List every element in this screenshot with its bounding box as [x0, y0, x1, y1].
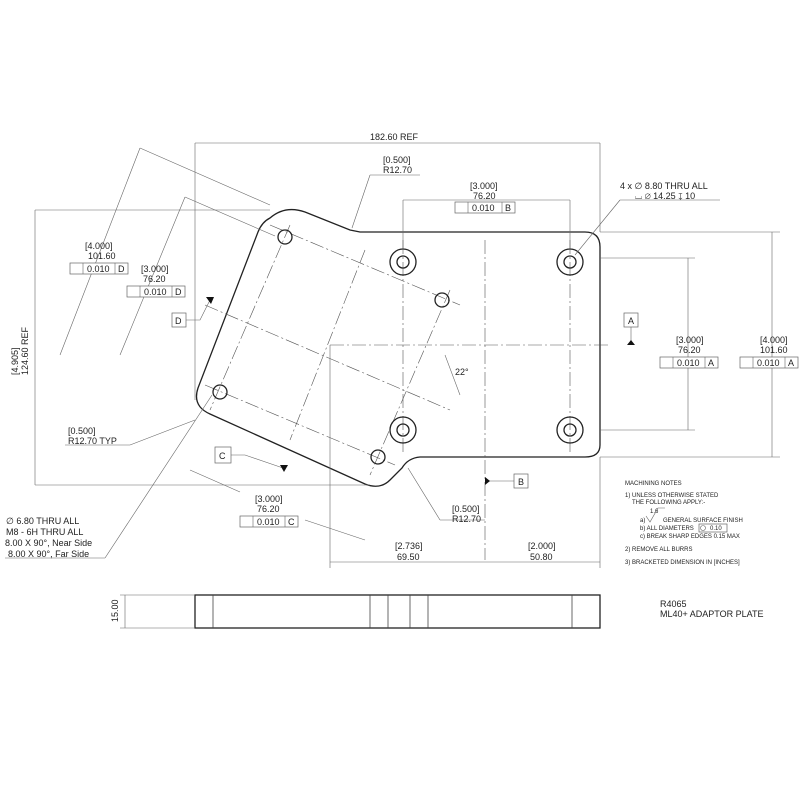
bottom-left-mm: 69.50 — [397, 552, 420, 562]
top-spacing-mm: 76.20 — [473, 191, 496, 201]
svg-text:8.00 X 90°, Far Side: 8.00 X 90°, Far Side — [8, 549, 89, 559]
right-inner-mm: 76.20 — [678, 345, 701, 355]
svg-text:A: A — [708, 358, 714, 368]
large-hole-callout-2: ⌴ ∅ 14.25 ↧ 10 — [635, 191, 695, 201]
top-radius-inch: [0.500] — [383, 155, 411, 165]
small-holes — [212, 229, 450, 465]
svg-text:M8 - 6H THRU ALL: M8 - 6H THRU ALL — [6, 527, 83, 537]
svg-text:MACHINING NOTES: MACHINING NOTES — [625, 481, 682, 487]
height-ref-mm: 124.60 REF — [20, 326, 30, 375]
bottom-right-mm: 50.80 — [530, 552, 553, 562]
side-view — [120, 594, 601, 629]
right-inner-inch: [3.000] — [676, 335, 704, 345]
plate-outline — [195, 208, 601, 487]
svg-text:THE FOLLOWING APPLY:-: THE FOLLOWING APPLY:- — [632, 500, 705, 506]
fcf-rot-inner: 0.010 D — [126, 285, 186, 298]
svg-text:0.010: 0.010 — [144, 287, 167, 297]
svg-text:3) BRACKETED DIMENSION IN [IN: 3) BRACKETED DIMENSION IN [INCHES] — [625, 560, 740, 566]
counterbored-holes — [389, 248, 584, 444]
fcf-right-outer: 0.010 A — [739, 356, 799, 369]
svg-text:0.10: 0.10 — [710, 526, 722, 532]
svg-text:1) UNLESS OTHERWISE STATED: 1) UNLESS OTHERWISE STATED — [625, 493, 719, 499]
bottom-rot-inch: [3.000] — [255, 494, 283, 504]
svg-text:0.010: 0.010 — [472, 203, 495, 213]
bottom-radius-inch: [0.500] — [452, 504, 480, 514]
part-name: ML40+ ADAPTOR PLATE — [660, 609, 763, 619]
svg-text:1.6: 1.6 — [650, 509, 659, 515]
bottom-right-inch: [2.000] — [528, 541, 556, 551]
svg-text:8.00 X 90°, Near Side: 8.00 X 90°, Near Side — [5, 538, 92, 548]
fcf-rot-outer: 0.010 D — [69, 262, 129, 275]
svg-text:0.010: 0.010 — [757, 358, 780, 368]
svg-text:D: D — [175, 287, 182, 297]
fcf-bottom-rot: 0.010 C — [239, 515, 299, 528]
svg-text:C: C — [219, 451, 226, 461]
svg-text:A: A — [628, 316, 634, 326]
right-outer-inch: [4.000] — [760, 335, 788, 345]
overall-width-dim: 182.60 REF — [370, 132, 419, 142]
bottom-left-inch: [2.736] — [395, 541, 423, 551]
bottom-rot-mm: 76.20 — [257, 504, 280, 514]
part-number: R4065 — [660, 599, 687, 609]
svg-text:b) ALL DIAMETERS: b) ALL DIAMETERS — [640, 526, 694, 532]
svg-text:a): a) — [640, 518, 645, 524]
datum-b: B — [485, 473, 529, 489]
top-radius-mm: R12.70 — [383, 165, 412, 175]
height-ref-inch: [4.905] — [10, 347, 20, 375]
svg-text:∅ 6.80 THRU ALL: ∅ 6.80 THRU ALL — [6, 516, 79, 526]
surface-finish-symbol — [645, 507, 665, 523]
svg-text:GENERAL SURFACE FINISH: GENERAL SURFACE FINISH — [663, 518, 743, 524]
svg-text:B: B — [518, 477, 524, 487]
machining-notes: MACHINING NOTES 1) UNLESS OTHERWISE STAT… — [625, 481, 743, 566]
fcf-top: 0.010 B — [454, 201, 516, 214]
right-outer-mm: 101.60 — [760, 345, 788, 355]
bottom-radius-mm: R12.70 — [452, 514, 481, 524]
datum-a: A — [623, 312, 639, 345]
svg-text:D: D — [175, 316, 182, 326]
svg-text:2) REMOVE ALL BURRS: 2) REMOVE ALL BURRS — [625, 547, 692, 553]
rot-inner-mm: 76.20 — [143, 274, 166, 284]
svg-text:B: B — [505, 203, 511, 213]
dimension-lines — [5, 142, 780, 568]
svg-text:A: A — [788, 358, 794, 368]
fcf-right-inner: 0.010 A — [659, 356, 719, 369]
svg-text:0.010: 0.010 — [87, 264, 110, 274]
svg-text:c) BREAK SHARP EDGES 0.15 MAX: c) BREAK SHARP EDGES 0.15 MAX — [640, 534, 740, 540]
large-hole-callout-1: 4 x ∅ 8.80 THRU ALL — [620, 181, 708, 191]
small-hole-callout: ∅ 6.80 THRU ALL M8 - 6H THRU ALL 8.00 X … — [5, 516, 92, 559]
datum-d: D — [171, 297, 214, 328]
svg-text:0.010: 0.010 — [677, 358, 700, 368]
left-radius-mm: R12.70 TYP — [68, 436, 117, 446]
rot-outer-mm: 101.60 — [88, 251, 116, 261]
angle-dim: 22° — [455, 367, 469, 377]
svg-text:0.010: 0.010 — [257, 517, 280, 527]
centerlines — [204, 224, 610, 560]
rot-outer-inch: [4.000] — [85, 241, 113, 251]
datum-c: C — [214, 446, 288, 472]
thickness-dim: 15.00 — [110, 599, 120, 622]
top-spacing-inch: [3.000] — [470, 181, 498, 191]
svg-text:D: D — [118, 264, 125, 274]
svg-text:C: C — [288, 517, 295, 527]
rot-inner-inch: [3.000] — [141, 264, 169, 274]
left-radius-inch: [0.500] — [68, 426, 96, 436]
